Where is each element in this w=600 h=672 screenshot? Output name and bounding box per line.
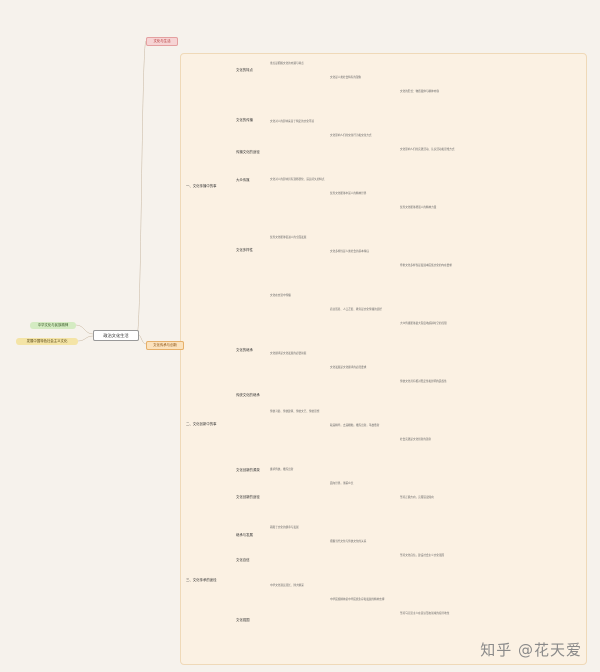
- sub-node[interactable]: 文化多样性: [236, 248, 253, 252]
- leaf-text: 中华民族精神是中华民族生存和发展的精神支撑: [330, 598, 385, 601]
- leaf-text: 社会实践是文化创新的源泉: [400, 438, 432, 441]
- leaf-text: 坚持文化自信，建设社会主义文化强国: [400, 554, 445, 557]
- leaf-text: 文化发展是文化继承的必然要求: [330, 366, 367, 369]
- sub-node[interactable]: 文化创新的途径: [236, 495, 260, 499]
- leaf-text: 优秀文化能够丰富人的精神世界: [330, 192, 367, 195]
- leaf-text: 优秀文化能够增强人的精神力量: [400, 206, 437, 209]
- leaf-text: 商业贸易、人口迁徙、教育是文化传播的途径: [330, 308, 382, 311]
- culture-transmission-panel: [180, 53, 587, 665]
- leaf-text: 面向世界，博采众长: [330, 482, 354, 485]
- sub-node[interactable]: 文化自信: [236, 558, 250, 562]
- sub-node[interactable]: 文化的传播: [236, 118, 253, 122]
- sub-node[interactable]: 文化的继承: [236, 348, 253, 352]
- leaf-text: 文化的形式：物质载体与精神内容: [400, 90, 439, 93]
- leaf-text: 传统文化具有相对稳定性和鲜明的民族性: [400, 380, 447, 383]
- leaf-text: 优秀文化能够促进人的全面发展: [270, 236, 307, 239]
- leaf-text: 文化影响人们的实践活动、认识活动和思维方式: [400, 148, 455, 151]
- watermark: 知乎 @花天爱: [480, 641, 582, 659]
- sub-node[interactable]: 文化强国: [236, 618, 250, 622]
- branch-culture-life[interactable]: 文化与生活: [146, 37, 178, 46]
- left-node-socialist-culture[interactable]: 发展中国特色社会主义文化: [16, 338, 78, 345]
- leaf-text: 文化影响人们的交往行为和交往方式: [330, 134, 372, 137]
- leaf-text: 坚持马克思主义在意识形态领域的指导地位: [400, 612, 450, 615]
- sub-node[interactable]: 文化创新的源泉: [236, 468, 260, 472]
- leaf-text: 大众传媒能够最大程度地超越时空的局限: [400, 322, 447, 325]
- leaf-text: 中华文化源远流长、博大精深: [270, 584, 304, 587]
- sub-node[interactable]: 文化的特点: [236, 68, 253, 72]
- leaf-text: 文化对人的影响来自于特定的文化环境: [270, 120, 315, 123]
- left-node-chinese-culture[interactable]: 中华文化与民族精神: [30, 322, 76, 329]
- section-node[interactable]: 一、文化传播中的事: [186, 184, 217, 188]
- leaf-text: 把握当代文化与传统文化的关系: [330, 540, 367, 543]
- section-node[interactable]: 三、文化传承的途径: [186, 578, 217, 582]
- leaf-text: 尊重文化多样性是发展本民族文化的内在要求: [400, 264, 452, 267]
- leaf-text: 文化对人的影响具有潜移默化、深远持久的特点: [270, 178, 325, 181]
- leaf-text: 坚持正确方向，克服错误倾向: [400, 496, 434, 499]
- leaf-text: 文化继承是文化发展的必要前提: [270, 352, 307, 355]
- sub-node[interactable]: 传统文化的继承: [236, 393, 260, 397]
- leaf-text: 取其精华，去其糟粕，推陈出新，革故鼎新: [330, 424, 380, 427]
- sub-node[interactable]: 大众传媒: [236, 178, 250, 182]
- leaf-text: 文化在交流中传播: [270, 294, 291, 297]
- leaf-text: 着眼于文化的继承与发展: [270, 526, 299, 529]
- leaf-text: 文化是人类社会特有的现象: [330, 76, 362, 79]
- root-node[interactable]: 政治文化生活: [93, 330, 139, 341]
- leaf-text: 重点是把握文化的内涵与特点: [270, 62, 304, 65]
- branch-culture-transmission[interactable]: 文化传承与创新: [146, 341, 184, 350]
- sub-node[interactable]: 继承与发展: [236, 533, 253, 537]
- leaf-text: 继承传统，推陈出新: [270, 468, 294, 471]
- leaf-text: 传统习俗、传统建筑、传统文艺、传统思想: [270, 410, 320, 413]
- leaf-text: 文化多样性是人类社会的基本特征: [330, 250, 369, 253]
- sub-node[interactable]: 传播文化的途径: [236, 150, 260, 154]
- section-node[interactable]: 二、文化创新中的事: [186, 422, 217, 426]
